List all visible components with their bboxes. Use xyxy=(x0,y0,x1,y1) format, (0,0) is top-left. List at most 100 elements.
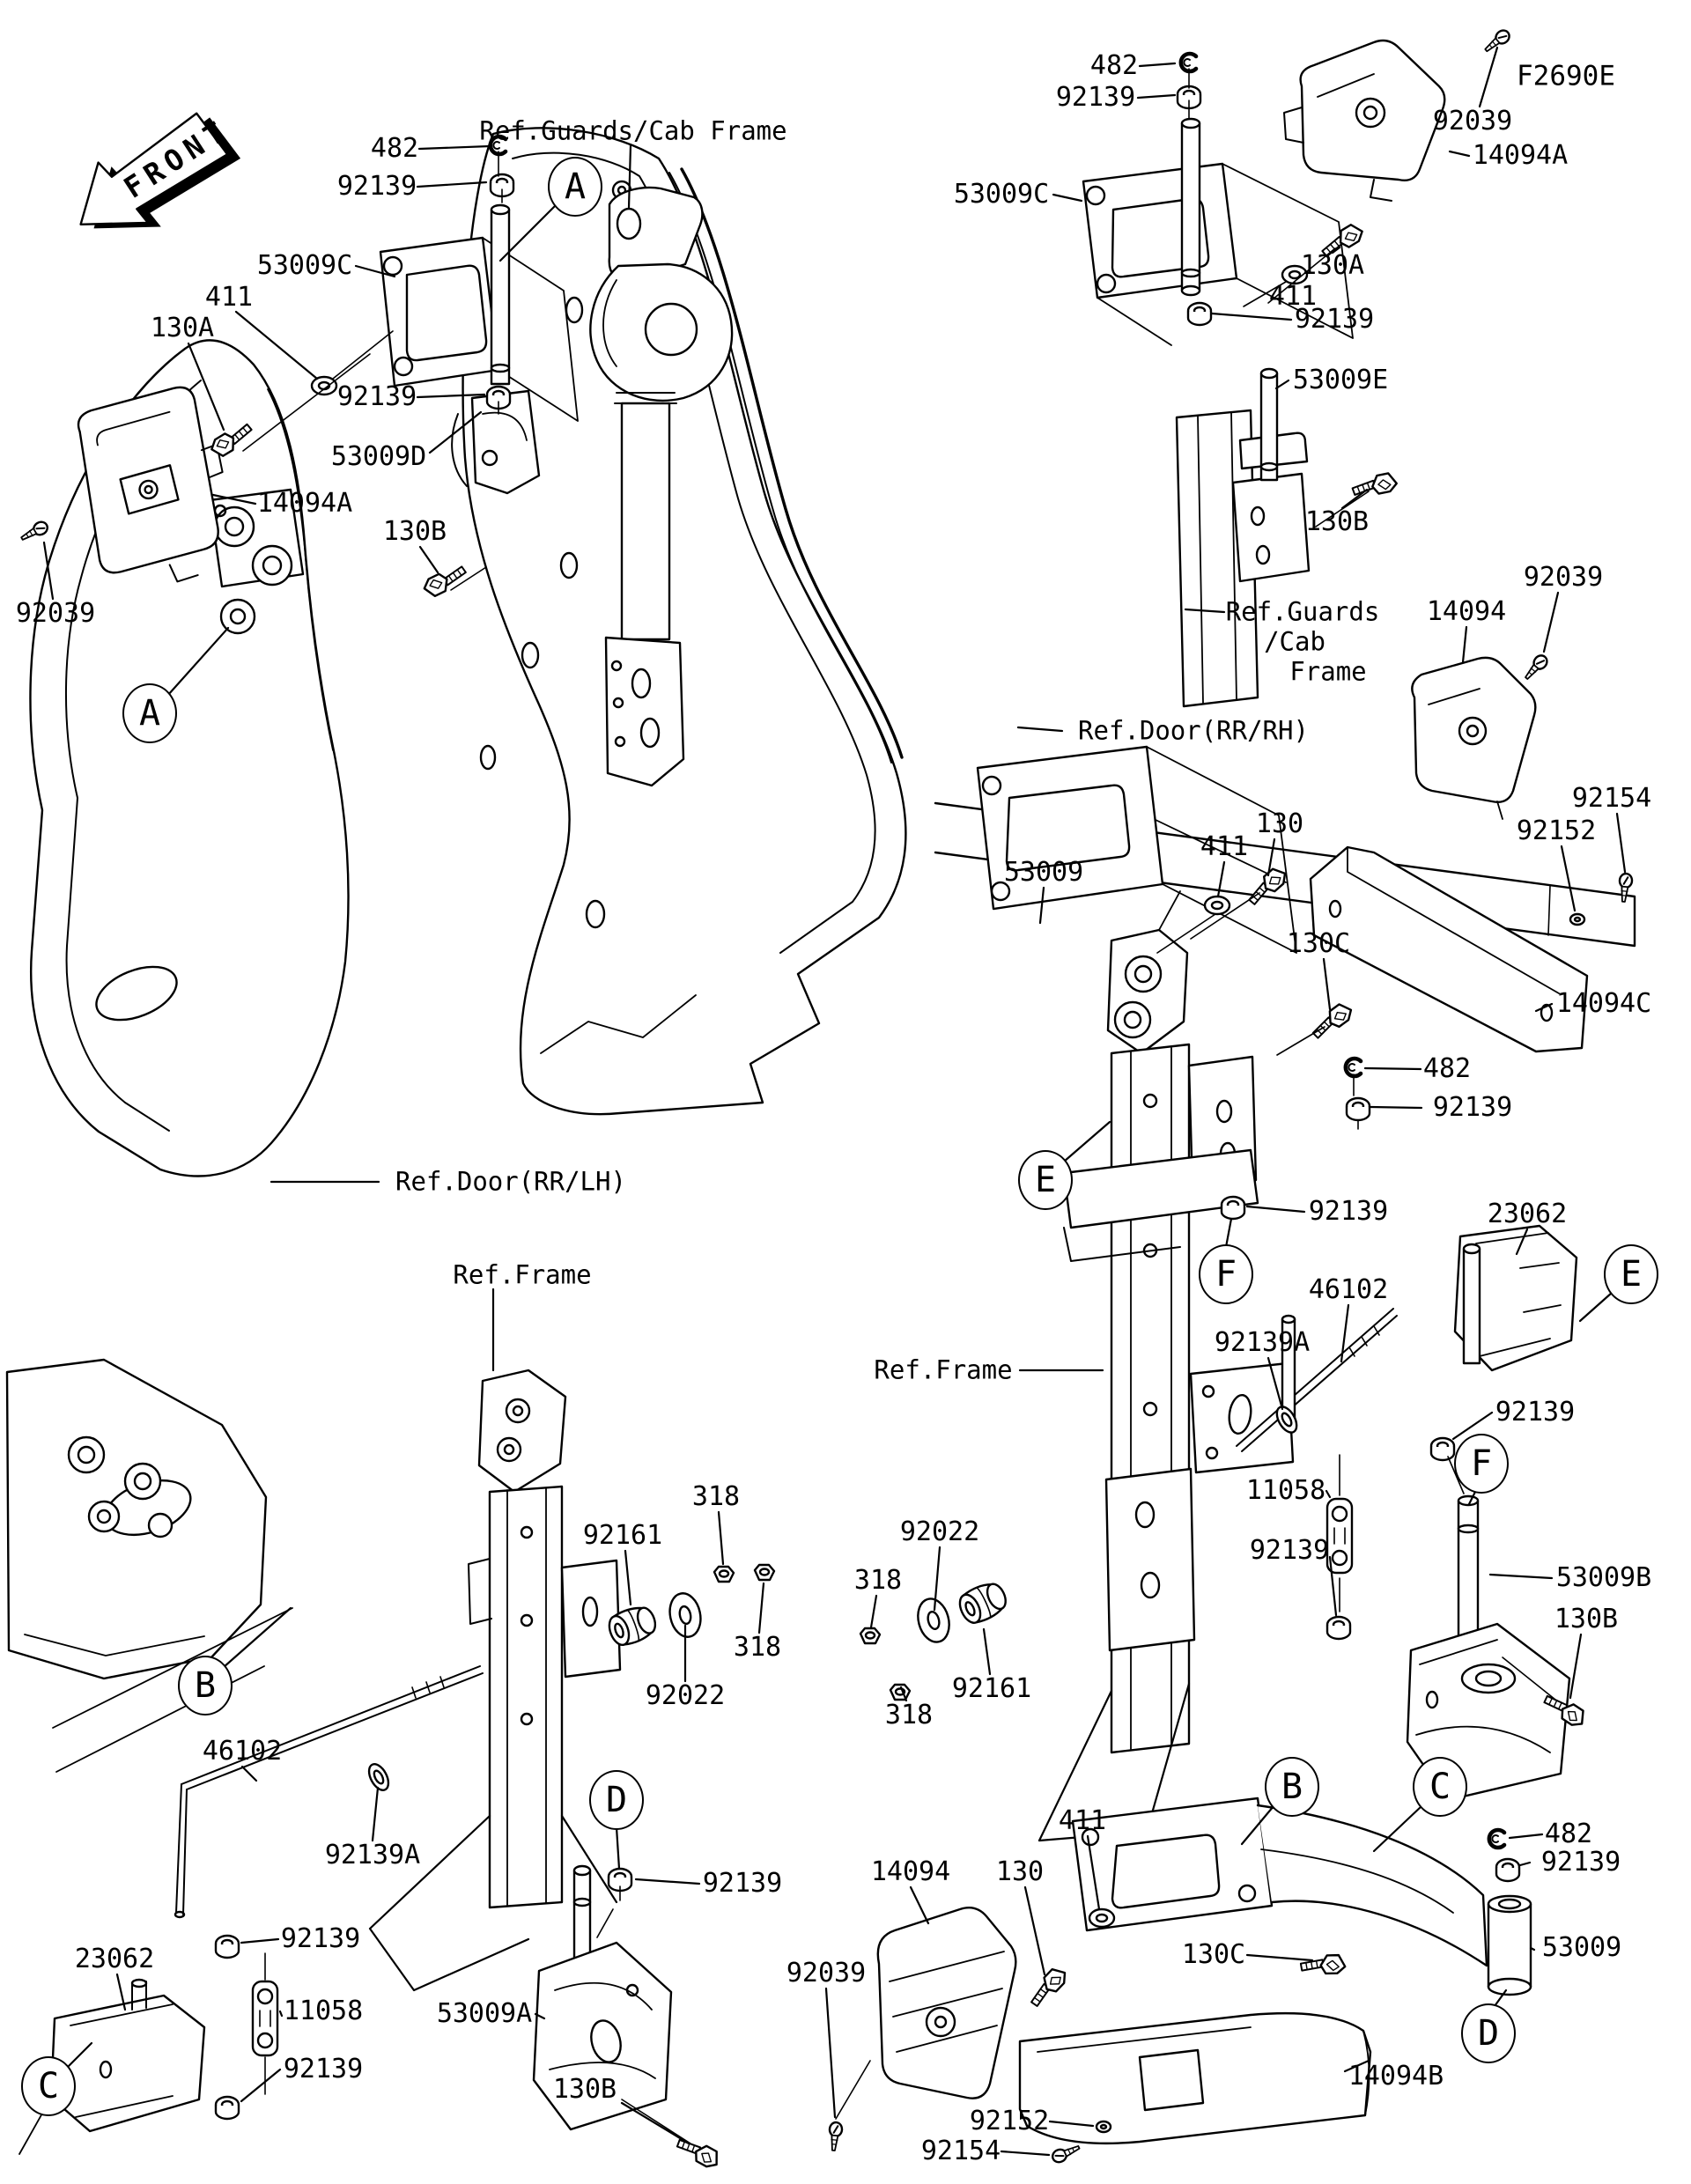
leader-line xyxy=(166,626,230,697)
leader-line xyxy=(1023,1885,1046,1976)
part-label-411: 411 xyxy=(1268,281,1318,312)
leader-line xyxy=(717,1510,725,1566)
part-label-411: 411 xyxy=(204,282,254,313)
part-label-46102: 46102 xyxy=(202,1736,283,1767)
front-arrow: FRONT xyxy=(79,112,241,229)
leader-line xyxy=(65,2041,93,2070)
leader-line xyxy=(418,545,439,574)
leader-line xyxy=(240,1937,280,1944)
callout-b: B xyxy=(1265,1757,1319,1817)
part-label-53009c: 53009C xyxy=(953,179,1050,210)
part-label-130a: 130A xyxy=(1300,250,1365,281)
leader-line xyxy=(1448,150,1471,158)
leader-line xyxy=(498,203,558,262)
leader-line xyxy=(1363,1066,1422,1071)
leader-line xyxy=(1210,312,1293,321)
cover-14094a-left xyxy=(77,386,224,583)
leader-line xyxy=(211,493,257,505)
part-label-11058: 11058 xyxy=(283,1996,364,2026)
part-label-92039: 92039 xyxy=(15,598,96,629)
part-label-46102: 46102 xyxy=(1308,1274,1389,1305)
cover-14094c xyxy=(1309,845,1589,1053)
part-label-130: 130 xyxy=(1255,808,1304,839)
part-label-53009a: 53009A xyxy=(436,1998,533,2029)
leader-line xyxy=(624,1549,632,1606)
part-label-14094a: 14094A xyxy=(1472,140,1569,171)
part-label-92022: 92022 xyxy=(645,1680,726,1711)
leader-line xyxy=(428,410,483,454)
leader-line xyxy=(1508,1833,1544,1840)
part-label-318: 318 xyxy=(733,1632,782,1663)
figure-code-f2690e: F2690E xyxy=(1517,60,1615,92)
bottom-plate-assembly xyxy=(1071,1797,1532,1996)
leader-line xyxy=(634,1878,701,1885)
part-label-92139: 92139 xyxy=(336,381,417,412)
callout-a: A xyxy=(122,683,177,743)
hinge-53009c-right xyxy=(1082,117,1354,346)
leader-line xyxy=(620,2101,690,2145)
leader-line xyxy=(240,1765,258,1782)
part-label-130a: 130A xyxy=(150,313,215,343)
leader-line xyxy=(1086,1834,1101,1911)
part-label-92161: 92161 xyxy=(582,1520,663,1551)
guards-post-right xyxy=(1175,367,1311,708)
leader-line xyxy=(1488,1573,1554,1580)
part-label-23062: 23062 xyxy=(74,1944,155,1974)
part-label-14094: 14094 xyxy=(870,1856,951,1887)
part-label-92039: 92039 xyxy=(1432,106,1513,136)
part-label-23062: 23062 xyxy=(1487,1199,1568,1229)
part-label-92152: 92152 xyxy=(1516,815,1597,846)
callout-a: A xyxy=(548,157,602,217)
leader-line xyxy=(909,1885,930,1925)
leader-line xyxy=(1266,837,1276,877)
leader-line xyxy=(1569,1633,1583,1700)
leader-line xyxy=(416,181,488,188)
leader-line xyxy=(1331,246,1341,255)
hinge-53009b xyxy=(1406,1494,1571,1802)
part-label-92139a: 92139A xyxy=(1214,1327,1311,1358)
ref-label-ref-door-rr-lh: Ref.Door(RR/LH) xyxy=(395,1166,626,1197)
part-label-92139: 92139 xyxy=(1432,1092,1513,1123)
leader-line xyxy=(1369,1105,1423,1110)
callout-c: C xyxy=(1413,1757,1467,1817)
part-label-92139: 92139 xyxy=(1308,1196,1389,1227)
leader-line xyxy=(1529,1946,1536,1952)
hinge-53009d xyxy=(451,389,541,495)
part-label-482: 482 xyxy=(1089,50,1139,81)
ref-label-ref-door-rr-rh: Ref.Door(RR/RH) xyxy=(1078,715,1309,746)
part-label-318: 318 xyxy=(853,1565,903,1596)
part-label-482: 482 xyxy=(1544,1819,1593,1849)
callout-c: C xyxy=(21,2056,76,2116)
leader-line xyxy=(417,144,491,151)
part-label-53009c: 53009C xyxy=(256,250,353,281)
leader-line xyxy=(1000,2150,1051,2157)
cover-14094-bottom xyxy=(876,1907,1017,2099)
leader-line xyxy=(933,1546,941,1612)
part-label-53009e: 53009E xyxy=(1292,365,1389,395)
part-label-130b: 130B xyxy=(1304,506,1370,537)
leader-line xyxy=(1325,1489,1332,1499)
ref-label-ref-frame: Ref.Frame xyxy=(874,1354,1013,1385)
leader-line xyxy=(222,1606,292,1669)
part-label-92152: 92152 xyxy=(969,2106,1050,2136)
part-label-92139: 92139 xyxy=(280,1923,361,1954)
part-label-130c: 130C xyxy=(1286,928,1351,959)
leader-line xyxy=(1216,860,1226,898)
part-label-53009: 53009 xyxy=(1003,857,1084,888)
cover-14094b xyxy=(1018,2011,1372,2145)
leader-line xyxy=(899,1686,908,1702)
part-label-14094c: 14094C xyxy=(1555,988,1652,1019)
cover-14094a-right xyxy=(1283,39,1446,202)
leader-lines xyxy=(42,46,1627,2157)
part-label-411: 411 xyxy=(1058,1805,1107,1836)
leader-line xyxy=(1451,1411,1494,1441)
part-label-53009d: 53009D xyxy=(330,441,427,472)
leader-line xyxy=(1224,1217,1233,1249)
part-label-92022: 92022 xyxy=(899,1516,980,1547)
leader-line xyxy=(1615,812,1627,874)
part-label-130: 130 xyxy=(995,1856,1045,1887)
part-label-92161: 92161 xyxy=(951,1673,1032,1704)
leader-line xyxy=(534,2012,546,2020)
leader-line xyxy=(1372,1804,1423,1853)
leader-line xyxy=(1245,1953,1314,1962)
